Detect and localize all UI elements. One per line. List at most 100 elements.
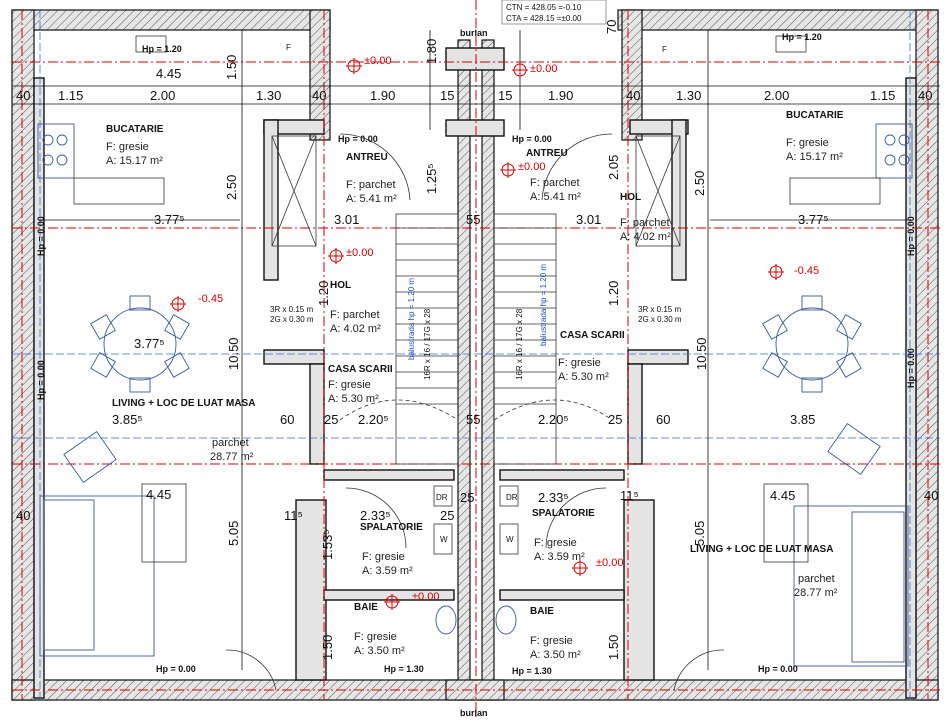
elev-label: -0.45	[794, 265, 819, 277]
dim-label: 2.50	[224, 175, 239, 200]
room-name: SPALATORIE	[532, 508, 595, 519]
room-finish: F: gresie	[106, 141, 149, 153]
room-area: A: 3.59 m²	[534, 551, 585, 563]
dim-label: 2.33⁵	[538, 490, 569, 505]
dim-label: 40	[312, 88, 326, 103]
room-name: ANTREU	[346, 152, 388, 163]
hp-label: Hp = 0.00	[512, 134, 552, 144]
room-area: A: 4.02 m²	[330, 323, 381, 335]
steps-label: 16R x 16 / 17G x 28	[423, 308, 432, 380]
room-name: HOL	[620, 192, 641, 203]
dim-label: 40	[924, 488, 938, 503]
dim-label: 40	[918, 88, 932, 103]
room-name: CASA SCARII	[328, 364, 393, 375]
dim-label: 55	[466, 412, 480, 427]
room-name: BUCATARIE	[106, 124, 164, 135]
room-area: A: 15.17 m²	[786, 151, 843, 163]
balustrada-label: balustrada hp = 1.20 m	[539, 264, 548, 346]
hp-label: Hp = 1.20	[142, 44, 182, 54]
stairs-note: 3R x 0.15 m	[638, 305, 681, 314]
dim-label: 25	[460, 490, 474, 505]
dim-label: 15	[440, 88, 454, 103]
room-area: A: 3.50 m²	[530, 649, 581, 661]
dim-label: 5.05	[226, 521, 241, 546]
dim-label: 55	[466, 212, 480, 227]
dim-label: 1.80	[424, 39, 439, 64]
dimension-lines	[12, 30, 940, 670]
door-swings	[225, 133, 725, 691]
room-area: A: 3.59 m²	[362, 565, 413, 577]
room-finish: parchet	[798, 573, 835, 585]
elev-label: ±0.00	[596, 557, 623, 569]
dim-label: 2.33⁵	[360, 508, 391, 523]
dim-label: 1.20	[606, 281, 621, 306]
dim-label: 3.77⁵	[134, 336, 165, 351]
dim-label: 2.50	[692, 171, 707, 196]
room-area: 28.77 m²	[210, 451, 254, 463]
dim-label: 4.45	[156, 66, 181, 81]
hp-label: Hp = 0.00	[36, 216, 46, 256]
dim-label: 2.05	[606, 155, 621, 180]
dim-label: 5.05	[692, 521, 707, 546]
room-area: A: 3.50 m²	[354, 645, 405, 657]
room-finish: F: gresie	[534, 537, 577, 549]
room-finish: F: gresie	[530, 635, 573, 647]
dim-label: 1.50	[224, 55, 239, 80]
stairs-note: 2G x 0.30 m	[270, 315, 314, 324]
hp-label: Hp = 0.00	[906, 216, 916, 256]
stairs-note: 2G x 0.30 m	[638, 315, 682, 324]
rooms-left: BUCATARIE F: gresie A: 15.17 m² ANTREU F…	[106, 124, 423, 657]
elevation-markers	[170, 58, 784, 610]
dim-label: 1.20	[316, 281, 331, 306]
room-finish: F: gresie	[786, 137, 829, 149]
stairs-note: 3R x 0.15 m	[270, 305, 313, 314]
hp-label: Hp = 0.00	[906, 348, 916, 388]
burlan-label: burlan	[460, 28, 488, 38]
dim-label: 2.20⁵	[358, 412, 389, 427]
room-finish: F: gresie	[558, 357, 601, 369]
w-label: W	[506, 535, 514, 544]
dim-label: 3.01	[576, 212, 601, 227]
hp-label: Hp = 0.00	[338, 134, 378, 144]
rooms-right: BUCATARIE F: gresie A: 15.17 m² ANTREU F…	[526, 110, 844, 661]
ct-box	[501, 0, 607, 25]
dr-label: DR	[506, 493, 518, 502]
dim-label: 60	[656, 412, 670, 427]
room-finish: F: parchet	[330, 309, 380, 321]
room-area: A: 5.30 m²	[328, 393, 379, 405]
dim-label: 3.77⁵	[798, 212, 829, 227]
dim-label: 11⁵	[620, 488, 639, 503]
hp-label: Hp = 1.30	[512, 666, 552, 676]
axis-lines	[12, 0, 940, 720]
dim-label: 25	[608, 412, 622, 427]
dim-label: 4.45	[770, 488, 795, 503]
room-name: HOL	[330, 280, 351, 291]
room-finish: F: parchet	[346, 179, 396, 191]
dim-label: 25	[440, 508, 454, 523]
annotations: burlan burlan Hp = 1.20 Hp = 1.20 Hp = 0…	[36, 28, 916, 718]
cta-label: CTA = 428.15 =±0.00	[506, 14, 582, 23]
dim-label: 2.00	[150, 88, 175, 103]
dim-label: 1.30	[676, 88, 701, 103]
room-name: LIVING + LOC DE LUAT MASA	[112, 398, 255, 409]
room-name: BAIE	[354, 602, 378, 613]
room-area: A: 15.17 m²	[106, 155, 163, 167]
dim-label: 1.50	[606, 635, 621, 660]
room-name: BUCATARIE	[786, 110, 844, 121]
f-label: F	[286, 43, 291, 52]
room-area: A: 5.41 m²	[346, 193, 397, 205]
dim-label: 11⁵	[284, 508, 303, 523]
dr-label: DR	[436, 493, 448, 502]
dim-label: 1.30	[256, 88, 281, 103]
hp-label: Hp = 0.00	[758, 664, 798, 674]
room-finish: F: gresie	[328, 379, 371, 391]
ctn-label: CTN = 428.05 =-0.10	[506, 3, 582, 12]
elev-label: ±0.00	[346, 247, 373, 259]
dim-label: 1.15	[58, 88, 83, 103]
room-name: SPALATORIE	[360, 522, 423, 533]
room-area: A: 5.30 m²	[558, 371, 609, 383]
dim-label: 1.15	[870, 88, 895, 103]
hp-label: Hp = 1.30	[384, 664, 424, 674]
dim-label: 40	[626, 88, 640, 103]
